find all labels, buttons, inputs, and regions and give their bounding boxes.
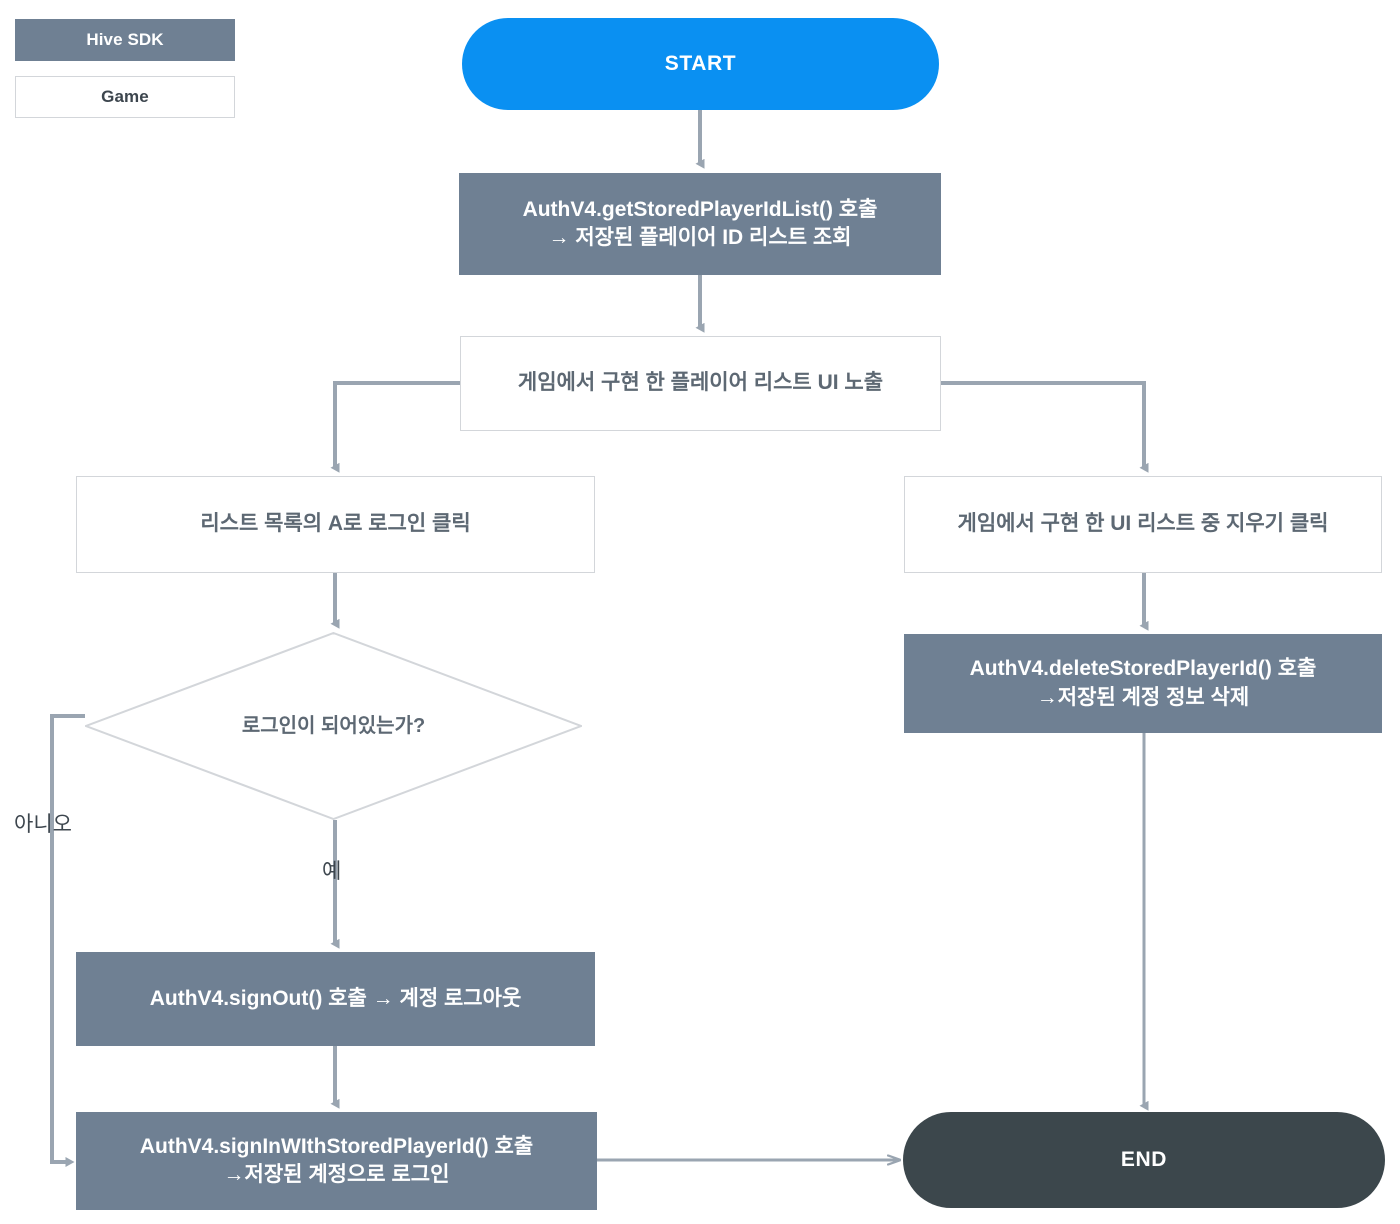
edge-label-no: 아니오	[14, 813, 72, 836]
node-click-login-with-a[interactable]: 리스트 목록의 A로 로그인 클릭	[76, 476, 595, 573]
node-sign-out-label: AuthV4.signOut() 호출 → 계정 로그아웃	[149, 986, 522, 1010]
legend: Hive SDK Game	[15, 19, 235, 118]
legend-item-hive-sdk: Hive SDK	[15, 19, 235, 61]
node-click-login-with-a-label: 리스트 목록의 A로 로그인 클릭	[200, 512, 471, 536]
edge-label-yes: 예	[322, 860, 342, 883]
node-click-delete-in-ui-list[interactable]: 게임에서 구현 한 UI 리스트 중 지우기 클릭	[904, 476, 1382, 573]
legend-item-game: Game	[15, 76, 235, 118]
legend-item-label: Game	[101, 87, 149, 106]
node-start-label: START	[664, 51, 737, 75]
node-end[interactable]: END	[903, 1112, 1385, 1208]
edge-decision-no-to-signin	[50, 714, 85, 1167]
node-end-label: END	[1120, 1147, 1168, 1171]
node-delete-stored-player-id-label: AuthV4.deleteStoredPlayerId() 호출 →저장된 계정…	[969, 657, 1317, 709]
node-sign-in-with-stored-player-id[interactable]: AuthV4.signInWIthStoredPlayerId() 호출 →저장…	[76, 1112, 597, 1210]
node-get-stored-player-id-list-label: AuthV4.getStoredPlayerIdList() 호출 → 저장된 …	[522, 197, 878, 249]
edge-show-ui-to-click-login	[330, 381, 460, 473]
node-click-delete-in-ui-list-label: 게임에서 구현 한 UI 리스트 중 지우기 클릭	[957, 512, 1329, 536]
node-is-logged-in-decision[interactable]: 로그인이 되어있는가?	[85, 632, 582, 820]
legend-item-label: Hive SDK	[86, 30, 164, 49]
node-sign-in-with-stored-player-id-label: AuthV4.signInWIthStoredPlayerId() 호출 →저장…	[139, 1134, 534, 1186]
node-start[interactable]: START	[462, 18, 939, 110]
node-get-stored-player-id-list[interactable]: AuthV4.getStoredPlayerIdList() 호출 → 저장된 …	[459, 173, 941, 275]
node-is-logged-in-decision-label: 로그인이 되어있는가?	[241, 714, 426, 737]
node-delete-stored-player-id[interactable]: AuthV4.deleteStoredPlayerId() 호출 →저장된 계정…	[904, 634, 1382, 733]
decision-diamond-shape	[85, 632, 582, 820]
edge-show-ui-to-click-delete	[940, 381, 1149, 473]
node-show-player-list-ui[interactable]: 게임에서 구현 한 플레이어 리스트 UI 노출	[460, 336, 941, 431]
node-show-player-list-ui-label: 게임에서 구현 한 플레이어 리스트 UI 노출	[517, 371, 884, 395]
node-sign-out[interactable]: AuthV4.signOut() 호출 → 계정 로그아웃	[76, 952, 595, 1046]
